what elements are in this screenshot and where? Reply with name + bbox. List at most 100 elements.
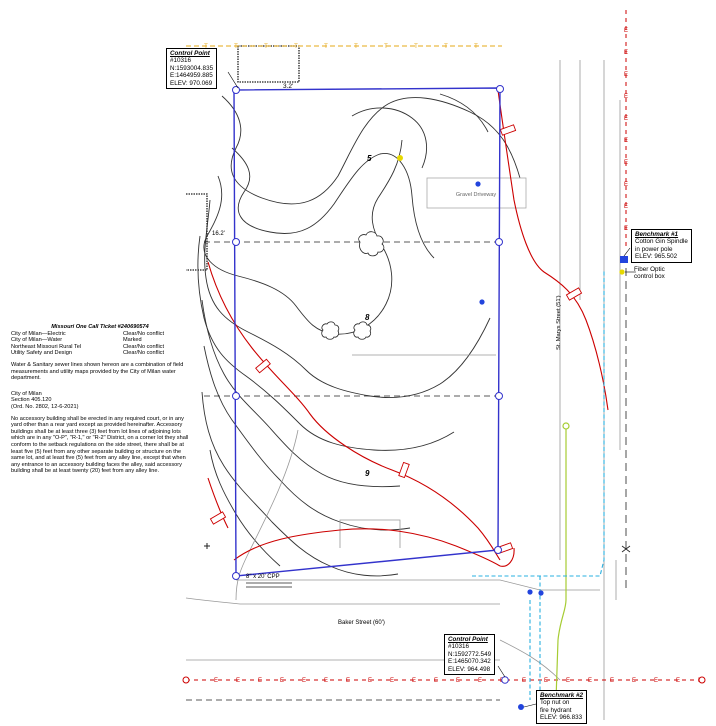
table-row: Northeast Missouri Rural Tel Clear/No con…: [11, 344, 164, 351]
sewer-marker: [621, 545, 631, 553]
boundary-corner: [232, 238, 240, 246]
telephone-marker: T: [204, 44, 208, 50]
control-point-s-title: Control Point: [448, 636, 488, 643]
benchmark-2-line1: Top nut on: [540, 699, 570, 707]
culvert: [246, 582, 292, 588]
utility-status: Clear/No conflict: [123, 343, 165, 350]
utility-name: Northeast Missouri Rural Tel: [11, 343, 82, 350]
dimension-label-left: 16.2': [212, 231, 225, 237]
pavement-outlines: [185, 60, 621, 720]
control-point-marker: [501, 676, 509, 684]
notes-block: Missouri One Call Ticket #240690574 City…: [11, 324, 189, 475]
utility-pole-tag: [209, 511, 227, 525]
fiber-optic-line2: control box: [634, 273, 665, 281]
electric-marker: E: [624, 72, 628, 78]
contour-line: [201, 299, 401, 488]
water-line: [472, 270, 605, 710]
tree-icon: [321, 321, 340, 340]
boundary-corner: [232, 572, 240, 580]
contour-line: [439, 93, 489, 133]
electric-marker: E: [624, 182, 628, 188]
control-point-nw-number: #10316: [170, 57, 192, 65]
contour-line: [203, 345, 411, 531]
trees: [321, 231, 385, 340]
telephone-marker: T: [444, 44, 448, 50]
electric-marker: E: [624, 28, 628, 34]
ordinance-city: City of Milan: [11, 390, 42, 397]
telephone-marker: T: [354, 44, 358, 50]
telephone-marker: T: [384, 44, 388, 50]
fence-line: [186, 193, 208, 271]
boundary-corner: [495, 392, 503, 400]
electric-marker: E: [624, 160, 628, 166]
benchmark-1-line1: Cotton Gin Spindle: [635, 238, 688, 246]
leader-line: [227, 71, 239, 89]
drawing-labels: 5 8 9 3.2' 16.2' Baker Street (60') 8" x…: [212, 83, 562, 626]
water-valve: [475, 181, 481, 187]
control-point-nw-northing: N:1593004.835: [170, 64, 214, 72]
contour-line: [351, 107, 428, 169]
fiber-optic-box: [619, 269, 625, 275]
lot-number-9: 9: [365, 469, 370, 478]
one-call-heading: Missouri One Call Ticket #240690574: [51, 324, 149, 330]
utility-status: Marked: [123, 337, 142, 344]
electric-marker: E: [566, 678, 570, 684]
utility-status: Clear/No conflict: [123, 350, 165, 357]
electric-marker: E: [214, 678, 218, 684]
electric-line: [207, 261, 501, 561]
water-valve: [527, 589, 533, 595]
contour-line: [201, 391, 399, 577]
boundary-corner: [495, 238, 503, 246]
pavement-edge: [236, 579, 600, 591]
benchmark-2-title: Benchmark #2: [540, 692, 584, 699]
shed-outline: [237, 45, 300, 83]
sewer-note: Water & Sanitary sewer lines shown hereo…: [11, 361, 184, 382]
electric-marker: E: [346, 678, 350, 684]
gas-line: [555, 428, 567, 701]
benchmark-2-callout: Benchmark #2 Top nut on fire hydrant ELE…: [536, 690, 588, 724]
table-row: Utility Safety and Design Clear/No confli…: [11, 350, 164, 357]
ordinance-number: (Ord. No. 2802, 12-6-2021): [11, 403, 79, 410]
control-point-s-elevation: ELEV: 964.498: [448, 665, 491, 673]
contour-line: [197, 235, 455, 451]
electric-marker: E: [544, 678, 548, 684]
benchmark-1-line2: in power pole: [635, 245, 673, 253]
telephone-marker: T: [324, 44, 328, 50]
control-point-nw-title: Control Point: [170, 50, 210, 57]
pavement-edge: [499, 639, 561, 681]
electric-marker: E: [624, 116, 628, 122]
electric-marker: E: [280, 678, 284, 684]
leader-line: [523, 703, 537, 708]
utility-name: City of Milan—Water: [11, 337, 63, 344]
fiber-optic-line1: Fiber Optic: [634, 266, 665, 273]
survey-point: [397, 155, 403, 161]
water-valve: [479, 299, 485, 305]
electric-marker: E: [368, 678, 372, 684]
utility-name: City of Milan—Electric: [11, 330, 66, 337]
telephone-marker: T: [414, 44, 418, 50]
leader-line: [497, 665, 506, 678]
electric-marker: E: [324, 678, 328, 684]
electric-marker: E: [390, 678, 394, 684]
utility-pole: [182, 676, 190, 684]
boundary-corner: [232, 86, 240, 94]
utility-name: Utility Safety and Design: [11, 350, 72, 357]
control-point-nw-easting: E:1464959.885: [170, 72, 213, 80]
benchmark-1-title: Benchmark #1: [635, 231, 679, 238]
electric-marker: E: [522, 678, 526, 684]
benchmark-2-line2: fire hydrant: [540, 706, 572, 714]
benchmark-1-elevation: ELEV: 965.502: [635, 253, 678, 261]
control-point-s-number: #10316: [448, 643, 470, 651]
contour-line: [204, 199, 491, 398]
telephone-marker: T: [294, 44, 298, 50]
boundary-corner: [494, 546, 502, 554]
contour-line: [221, 95, 521, 205]
telephone-marker: T: [234, 44, 238, 50]
electric-line: [207, 477, 229, 529]
street-label-south: Baker Street (60'): [338, 620, 385, 626]
gas-valve: [562, 422, 570, 430]
benchmark-1-callout: Benchmark #1 Cotton Gin Spindle in power…: [631, 229, 692, 263]
fiber-optic-label: Fiber Optic control box: [631, 265, 668, 282]
